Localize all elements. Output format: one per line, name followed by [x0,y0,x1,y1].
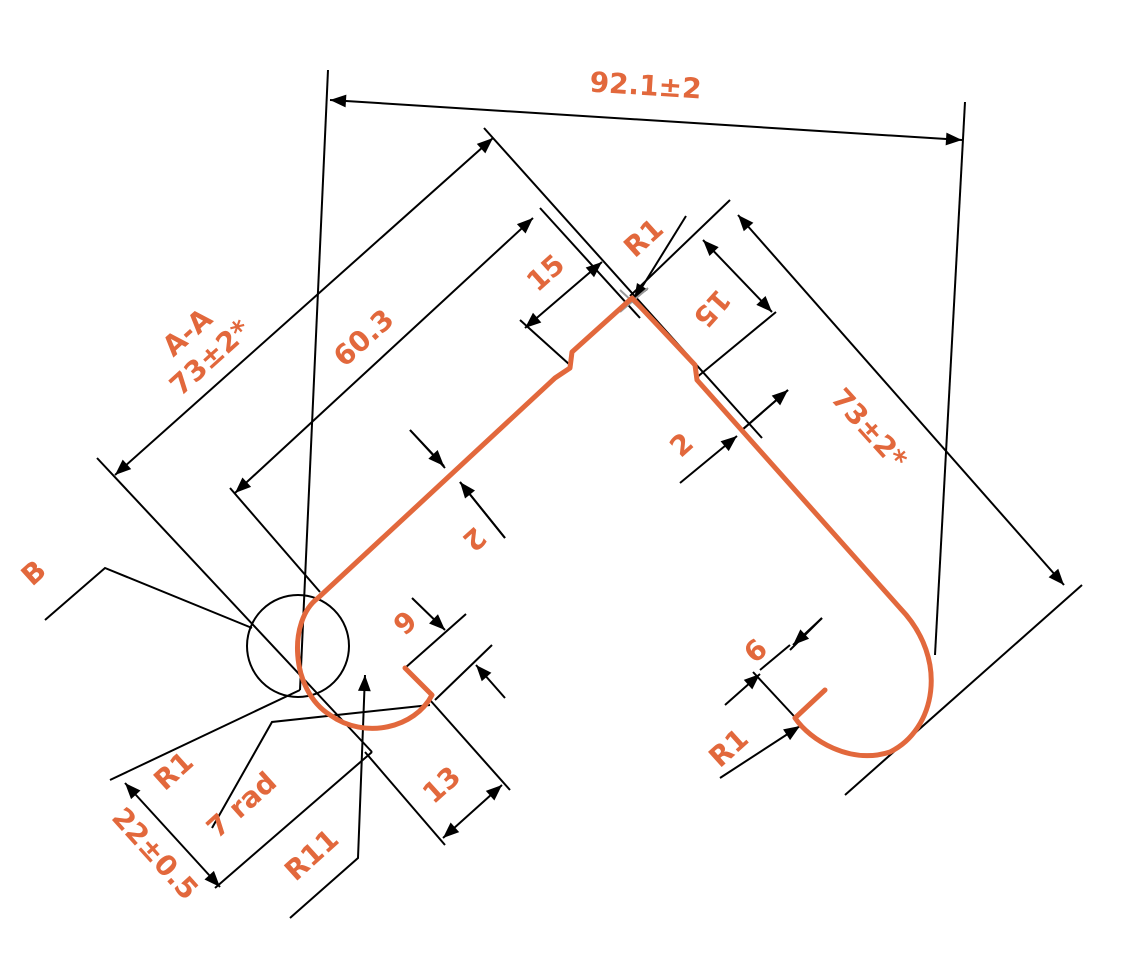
hook-width-dim-a [411,597,446,631]
right-step-offset-label: 2 [663,426,700,464]
left-step-dim [524,261,603,329]
left-offset-dim-a [409,429,445,467]
detail-b-circle [246,594,350,698]
right-leg-length-label: 73±2* [824,382,913,476]
left-hook-radius-label: R1 [147,745,200,797]
right-step-length-label: 15 [687,283,738,334]
right-hook-width-dim-b [724,673,761,706]
hook-height-dim [124,782,221,888]
part-profile [295,295,934,759]
dimension-lines [114,94,1065,888]
bend-radius-leader [211,704,431,829]
right-leg-dim [737,214,1065,586]
apex-radius-leader [633,215,687,301]
detail-b-leader [44,566,253,629]
left-step-length-label: 15 [520,248,571,299]
hook-width-dim-b [475,664,506,699]
left-inner-length-label: 60.3 [327,303,400,374]
leader-lines [44,215,801,919]
left-step-offset-label: 2 [456,520,493,558]
right-hook-radius-label: R1 [702,722,755,774]
right-hook-width-dim-a [792,617,823,646]
outer-radius-leader [289,674,371,919]
right-offset-dim-b [679,435,738,484]
overall-width-label: 92.1±2 [589,66,703,106]
left-hook-width-label: 6 [386,603,423,641]
extension-lines [96,69,1083,889]
hook-depth-label: 13 [416,760,467,811]
left-inner-dim [234,217,534,494]
left-offset-dim-b [459,481,506,539]
right-offset-dim-a [741,389,789,431]
hook-depth-dim [442,784,503,839]
overall-width-dim [329,94,963,146]
right-hook-radius-leader [719,725,801,779]
detail-ref-label: B [15,554,53,593]
